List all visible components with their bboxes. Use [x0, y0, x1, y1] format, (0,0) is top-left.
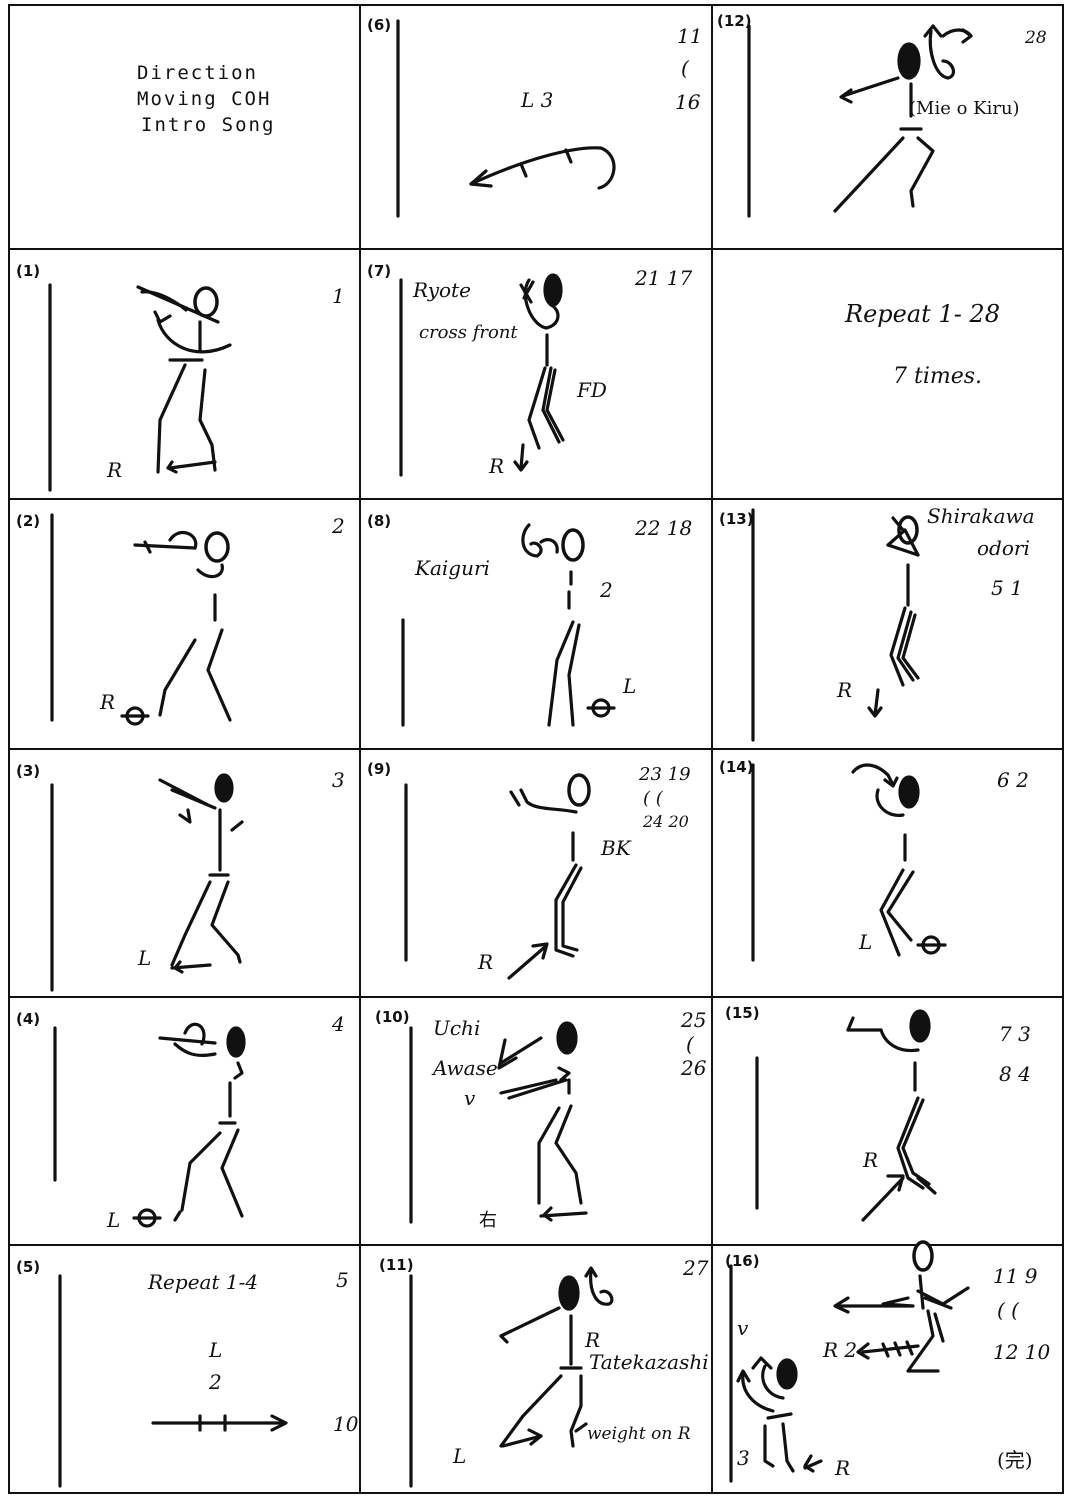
step-cell-14: (14) 6 2 L	[713, 750, 1062, 996]
step-cell-3: (3) 3 L	[10, 750, 359, 996]
step-cell-11: (11) 27 R Tatekazashi L weight on R	[361, 1246, 711, 1492]
step-cell-5: (5) 5 10 Repeat 1-4 L 2	[10, 1246, 359, 1492]
step-cell-12: (12) 28 (Mie o Kiru)	[713, 6, 1062, 248]
dancer-figure-15	[713, 998, 1062, 1244]
dancer-figure-13	[713, 500, 1062, 748]
dancer-figure-3	[10, 750, 359, 996]
intro-line-moving: Moving COH	[137, 88, 271, 110]
step-cell-2: (2) 2 R	[10, 500, 359, 748]
step-cell-13: (13) 5 1 Shirakawa odori R	[713, 500, 1062, 748]
dancer-figure-14	[713, 750, 1062, 996]
border-bottom	[8, 1492, 1064, 1494]
step-cell-6: (6) 11 ( 16 L 3	[361, 6, 711, 248]
dancer-figure-12	[713, 6, 1062, 248]
dancer-figure-2	[10, 500, 359, 748]
step-cell-9: (9) 23 19 ( ( 24 20 BK R	[361, 750, 711, 996]
dancer-figure-11	[361, 1246, 711, 1492]
dancer-figure-1	[10, 250, 359, 498]
dancer-figure-4	[10, 998, 359, 1244]
repeat-cell: Repeat 1- 28 7 times.	[713, 250, 1062, 498]
step-cell-16: (16) 11 9 ( ( 12 10 v R 2 3 R (完)	[713, 1246, 1062, 1492]
step-cell-10: (10) 25 ( 26 Uchi Awase v 右	[361, 998, 711, 1244]
dancer-figure-7	[361, 250, 711, 498]
direction-arrow-5	[10, 1246, 359, 1492]
step-cell-15: (15) 7 3 8 4 R	[713, 998, 1062, 1244]
direction-arrow-6	[361, 6, 711, 248]
step-cell-8: (8) 22 18 Kaiguri 2 L	[361, 500, 711, 748]
dancer-figure-8	[361, 500, 711, 748]
intro-cell: Direction Moving COH Intro Song	[10, 6, 359, 248]
dancer-figure-9	[361, 750, 711, 996]
repeat-times: 7 times.	[893, 364, 982, 389]
intro-line-direction: Direction	[137, 62, 258, 84]
intro-line-song: Intro Song	[141, 114, 275, 136]
dancer-figure-10	[361, 998, 711, 1244]
dancer-figure-16	[713, 1246, 1062, 1492]
step-cell-1: (1) 1 R	[10, 250, 359, 498]
step-cell-4: (4) 4 L	[10, 998, 359, 1244]
step-cell-7: (7) 21 17 Ryote cross front FD R	[361, 250, 711, 498]
repeat-note: Repeat 1- 28	[845, 300, 1000, 328]
